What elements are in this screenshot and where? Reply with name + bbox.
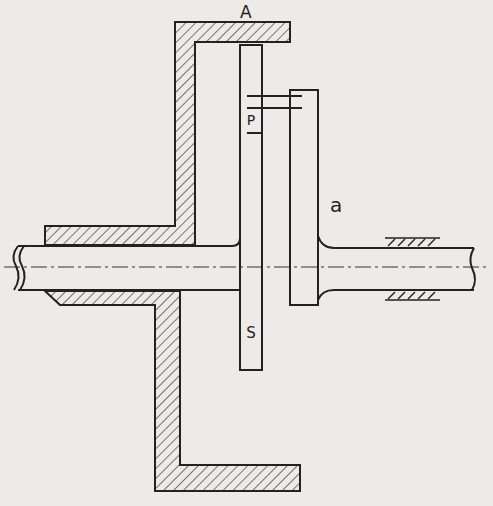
part-label: a <box>330 195 342 215</box>
bearing-symbol <box>385 238 440 300</box>
centre-line <box>4 267 490 268</box>
arm-housing <box>45 22 300 491</box>
part-label: P <box>247 113 255 127</box>
part-label: A <box>240 4 252 21</box>
part-label: S <box>246 326 256 341</box>
shafts-and-gears <box>13 45 475 370</box>
